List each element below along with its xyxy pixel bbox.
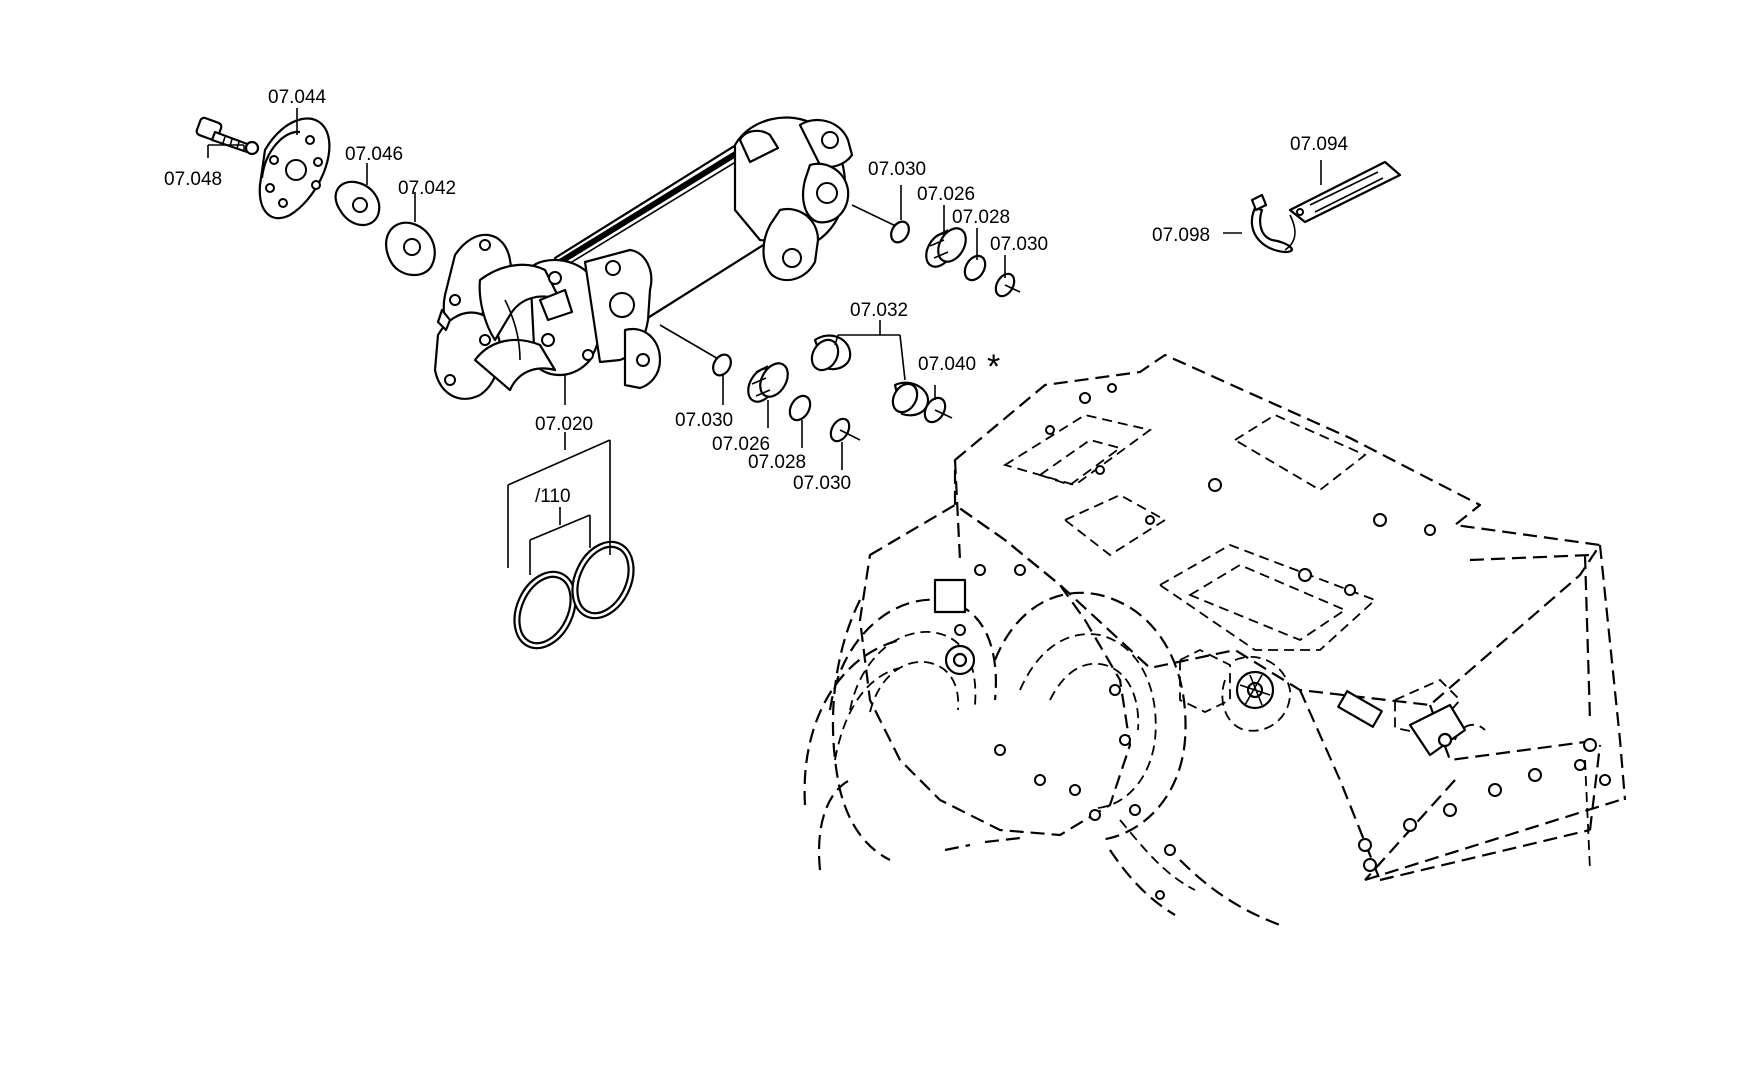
- transmission-housing: [803, 353, 1627, 927]
- label-07-042: 07.042: [398, 178, 456, 199]
- label-07-032: 07.032: [850, 300, 908, 321]
- clamp-part: [1250, 193, 1296, 254]
- label-07-030-lower-a: 07.030: [675, 410, 733, 431]
- tag-plate-part: [1288, 160, 1402, 224]
- label-07-048: 07.048: [164, 169, 222, 190]
- label-07-098: 07.098: [1152, 225, 1210, 246]
- label-07-030-lower-b: 07.030: [793, 473, 851, 494]
- label-07-028-lower: 07.028: [748, 452, 806, 473]
- washer-part: [334, 180, 436, 276]
- plug-parts: [810, 334, 953, 424]
- label-07-030-upper-a: 07.030: [868, 159, 926, 180]
- part-number-labels: 07.044 07.048 07.046 07.042 07.020 /110 …: [164, 87, 1349, 507]
- label-07-044: 07.044: [268, 87, 327, 108]
- bolt-part: [195, 116, 260, 156]
- oil-cooler-assembly: [433, 116, 854, 400]
- label-07-030-upper-b: 07.030: [990, 234, 1048, 255]
- label-07-020: 07.020: [535, 414, 593, 435]
- flange-plate-part: [258, 117, 331, 220]
- label-07-094: 07.094: [1290, 134, 1349, 155]
- label-asterisk: *: [987, 348, 1000, 386]
- label-07-026-lower: 07.026: [712, 434, 770, 455]
- large-o-rings: [513, 540, 635, 650]
- label-07-026-upper: 07.026: [917, 184, 975, 205]
- seal-chain-upper: [851, 204, 1021, 298]
- label-110: /110: [535, 486, 571, 507]
- label-07-028-upper: 07.028: [952, 207, 1010, 228]
- label-07-046: 07.046: [345, 144, 403, 165]
- label-07-040: 07.040: [918, 354, 976, 375]
- leader-lines: [207, 108, 1322, 575]
- seal-chain-lower: [659, 324, 861, 443]
